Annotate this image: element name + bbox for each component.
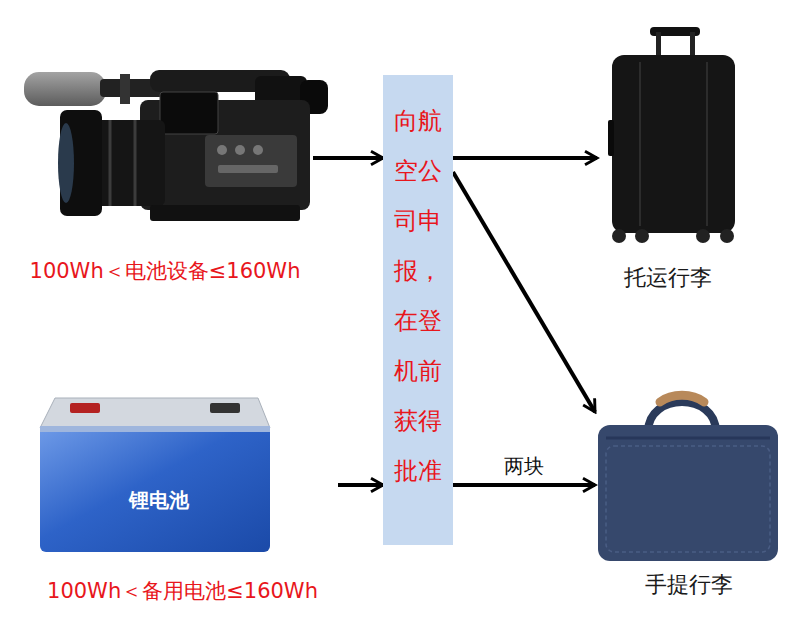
arrow-connector <box>338 483 383 487</box>
camcorder-picture <box>24 70 328 221</box>
arrow-connector <box>453 483 595 487</box>
battery-label: 锂电池 <box>129 487 189 513</box>
arrow-connector <box>453 156 597 160</box>
checked-baggage-node: 托运行李 <box>597 25 738 295</box>
carry-on-node: 手提行李 <box>595 385 783 605</box>
device-limit-label: 100Wh＜电池设备≤160Wh <box>17 258 313 285</box>
camcorder-node: 100Wh＜电池设备≤160Wh <box>17 60 313 290</box>
battery-label-1: 100Wh＜备用电池≤160Wh <box>27 578 338 605</box>
battery-picture <box>40 398 270 552</box>
edge-label: 两块 <box>501 453 547 479</box>
declare-text: 向航空公司申报，在登机前获得批准 <box>393 96 442 496</box>
handbag-picture <box>598 395 778 561</box>
suitcase-picture <box>608 27 735 243</box>
arrow-connector <box>453 172 595 412</box>
declare-band: 向航空公司申报，在登机前获得批准 <box>383 75 453 545</box>
bag-label: 手提行李 <box>595 571 783 600</box>
arrow-connector <box>313 156 383 160</box>
baggage-label: 托运行李 <box>597 264 738 293</box>
battery-node: 锂电池 100Wh＜备用电池≤160Wh <box>27 390 338 615</box>
